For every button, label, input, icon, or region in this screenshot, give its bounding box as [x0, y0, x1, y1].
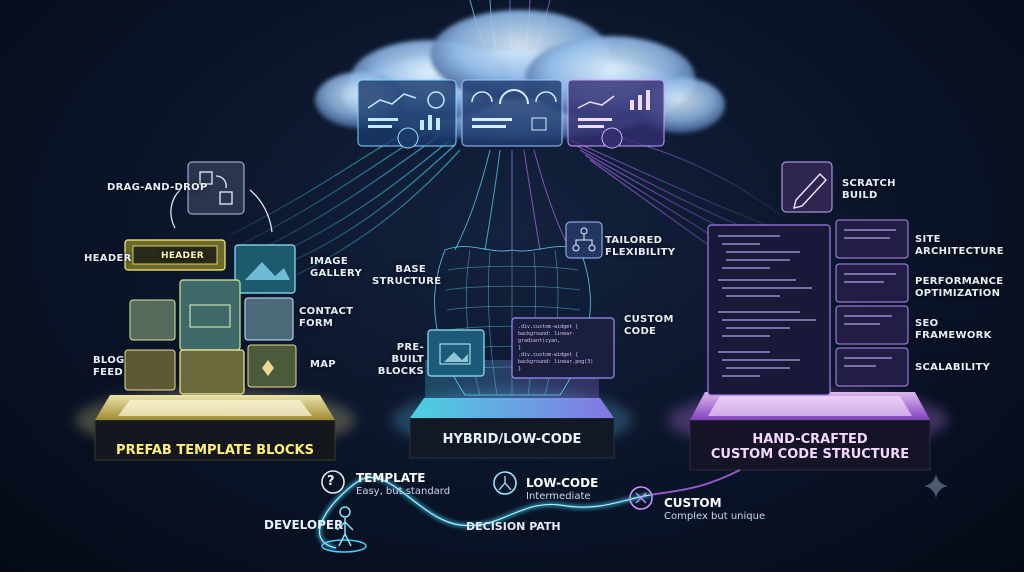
- label-performance-optimization: PERFORMANCE OPTIMIZATION: [915, 276, 1004, 299]
- left-blocks: [124, 239, 297, 395]
- code-line: .div.custom-widget {: [518, 352, 579, 358]
- platform-handcrafted-line2: CUSTOM CODE STRUCTURE: [710, 447, 910, 462]
- code-line: }: [518, 366, 522, 372]
- pencil-icon-box: [781, 161, 833, 213]
- label-map: MAP: [310, 359, 336, 370]
- drag-drop-icon-box: [170, 161, 273, 233]
- label-custom: CUSTOM: [664, 496, 722, 510]
- sparkle-icon: [924, 474, 948, 498]
- code-line: .div.custom-widget {: [518, 324, 579, 330]
- label-developer: DEVELOPER: [264, 518, 344, 532]
- label-image-gallery: IMAGE GALLERY: [310, 256, 363, 279]
- label-custom-sub: Complex but unique: [664, 511, 766, 522]
- left-platform: [75, 390, 355, 461]
- label-scalability: SCALABILITY: [915, 362, 991, 373]
- right-code-panels: [707, 219, 909, 396]
- label-blog-feed: BLOG FEED: [93, 355, 125, 378]
- platform-handcrafted-line1: HAND-CRAFTED: [752, 432, 868, 447]
- platform-hybrid-title: HYBRID/LOW-CODE: [442, 432, 582, 447]
- path-stop-icons: [321, 470, 653, 510]
- label-drag-and-drop: DRAG-AND-DROP: [107, 182, 208, 193]
- label-header: HEADER: [84, 253, 132, 264]
- label-base-structure: BASE STRUCTURE: [372, 264, 442, 287]
- cloud-dashboard-panels: [357, 79, 665, 149]
- decision-path: [318, 469, 741, 553]
- right-platform: [668, 390, 948, 471]
- label-template: TEMPLATE: [356, 471, 426, 485]
- code-line: }: [518, 345, 522, 351]
- label-custom-code: CUSTOM CODE: [624, 314, 674, 337]
- center-code-snippet: .div.custom-widget { background: linear-…: [518, 324, 610, 374]
- platform-prefab-title: PREFAB TEMPLATE BLOCKS: [116, 443, 314, 458]
- label-contact-form: CONTACT FORM: [299, 306, 354, 329]
- label-decision-path: DECISION PATH: [466, 520, 561, 533]
- label-seo-framework: SEO FRAMEWORK: [915, 318, 992, 341]
- code-line: background: linear.png(3): [518, 359, 594, 365]
- question-icon: ?: [327, 474, 335, 489]
- label-template-sub: Easy, but standard: [356, 486, 451, 497]
- label-prebuilt-blocks: PRE-BUILT BLOCKS: [377, 342, 424, 377]
- center-streams: [454, 149, 571, 251]
- center-panels: [427, 221, 615, 379]
- label-low-code: LOW-CODE: [526, 476, 599, 490]
- label-site-architecture: SITE ARCHITECTURE: [915, 234, 1004, 257]
- label-low-code-sub: Intermediate: [526, 491, 591, 502]
- label-tailored-flexibility: TAILORED FLEXIBILITY: [605, 235, 676, 258]
- code-line: background: linear-gradient(cyan,: [518, 331, 576, 344]
- platform-handcrafted-title: HAND-CRAFTED CUSTOM CODE STRUCTURE: [690, 432, 930, 462]
- label-scratch-build: SCRATCH BUILD: [842, 178, 896, 201]
- header-block-text: HEADER: [161, 251, 204, 261]
